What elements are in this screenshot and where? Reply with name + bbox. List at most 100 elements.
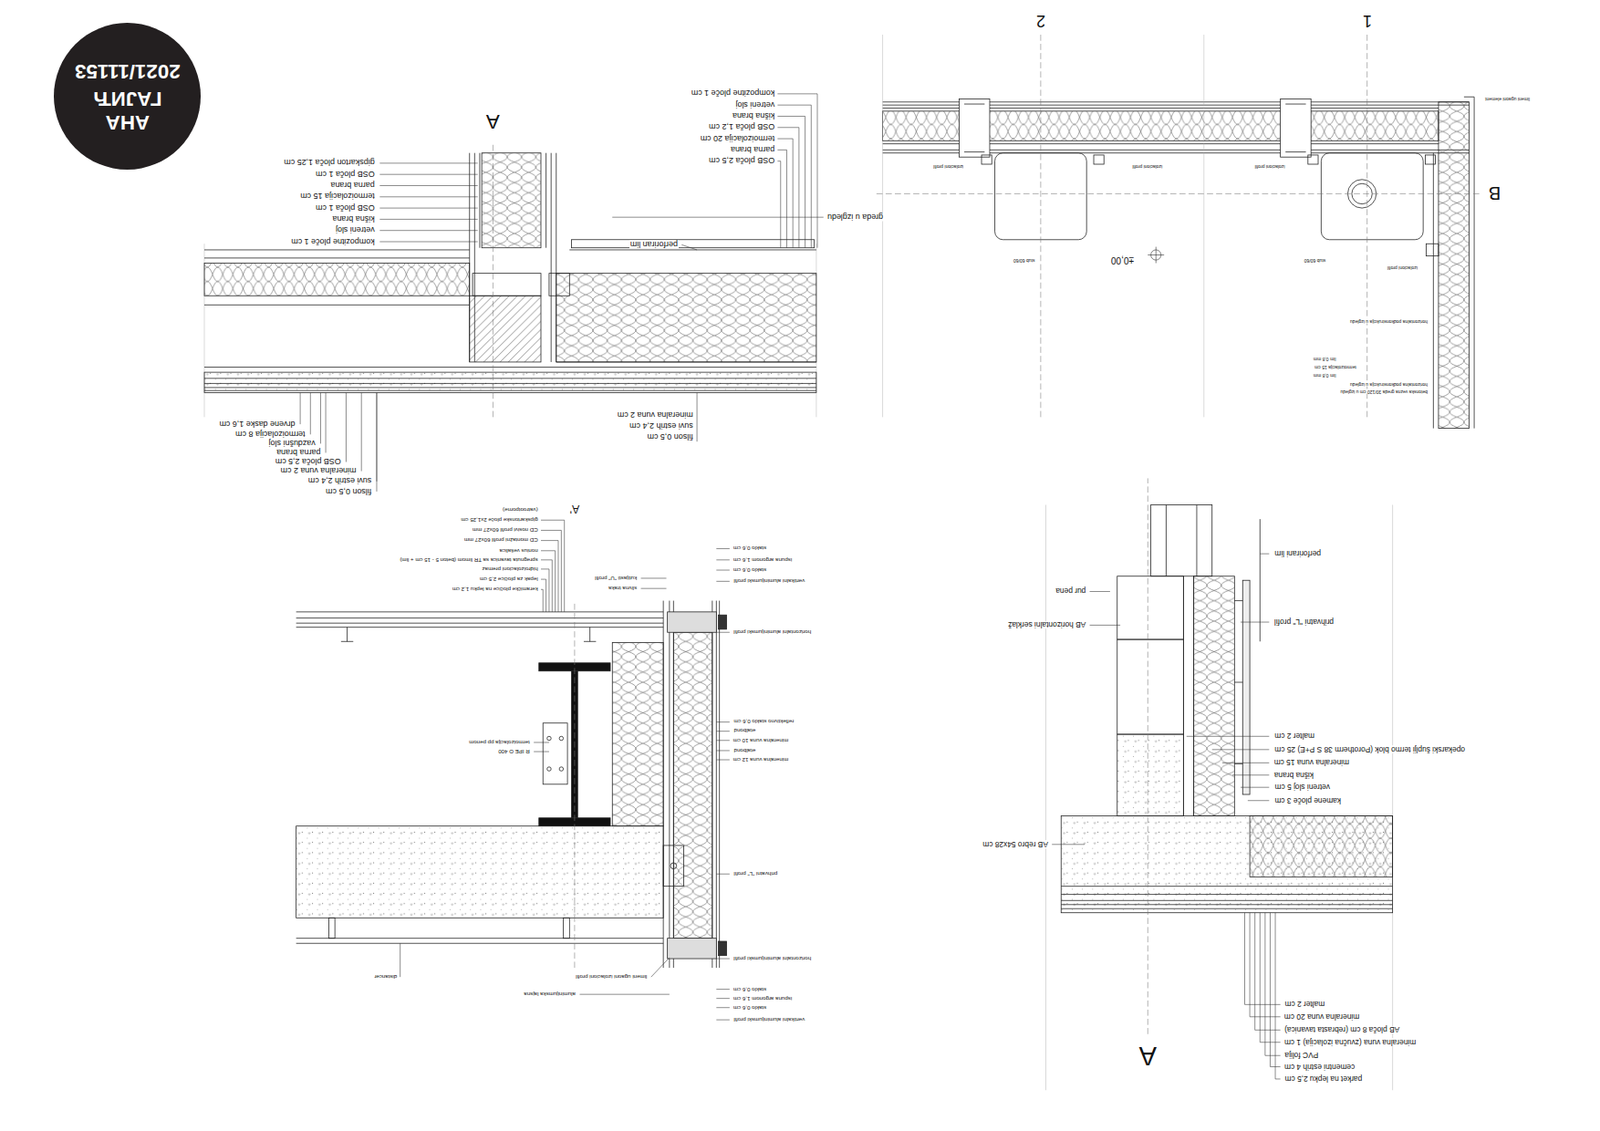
- layer-label: vetreni sloj 5 cm: [1274, 783, 1332, 791]
- author-name: АНА ГАЈИЋ: [82, 86, 175, 134]
- axis-mark: 1: [1361, 11, 1373, 29]
- layer-label: lim 0,8 mm: [1312, 373, 1338, 378]
- layer-label: staklo 0,6 cm: [732, 545, 768, 551]
- layer-label: distancer: [373, 974, 398, 980]
- layer-label: reflektivno staklo 0,6 cm: [732, 718, 795, 725]
- layer-label: parna brana: [329, 181, 375, 190]
- layer-label: OSB ploča 2,5 cm: [274, 457, 343, 467]
- layer-label: izolacioni profil: [1254, 163, 1287, 168]
- layer-label: malter 2 cm: [1283, 1000, 1326, 1008]
- layer-label: hidroizolacioni premaz: [481, 566, 540, 572]
- layer-label: vetreni sloj: [334, 226, 376, 235]
- layer-label: staklo 0,6 cm: [732, 567, 768, 573]
- layer-label: spregnuta tavanica sa TR limom (beton 5 …: [398, 557, 539, 563]
- axis-mark: 2: [1035, 11, 1047, 29]
- layer-label: etalbond: [733, 748, 758, 754]
- layer-label: AB horizontalni serklaž: [1007, 621, 1087, 629]
- layer-label: kompozitne ploče 1 cm: [290, 237, 375, 246]
- layer-label: malter 2 cm: [1273, 732, 1316, 740]
- layer-label: termoizolacija 15 cm: [299, 192, 375, 201]
- layer-label: horizontalni aluminijumski profil: [732, 629, 812, 635]
- layer-label: R IPE O 400: [497, 748, 530, 755]
- layer-label: OSB ploča 1 cm: [314, 203, 376, 212]
- layer-label: prihvatni "L" profil: [732, 871, 779, 877]
- layer-label: parna brana: [729, 145, 776, 154]
- layer-label: vetreni sloj: [734, 100, 776, 109]
- layer-label: kišna brana: [731, 112, 776, 121]
- layer-label: opekarski šuplji termo blok (Porotherm 3…: [1273, 745, 1466, 753]
- layer-label: OSB ploča 2,5 cm: [707, 156, 776, 166]
- layer-label: mineralna vuna 20 cm: [1283, 1013, 1361, 1021]
- layer-label: drvene daske 1,6 cm: [218, 419, 296, 428]
- layer-label: suvi estrih 2,4 cm: [307, 477, 374, 486]
- layer-label: AB rebro 54x28 cm: [981, 840, 1050, 848]
- layer-label: izolacioni profil: [932, 163, 965, 168]
- layer-label: termoizolacija pp penom: [467, 739, 531, 746]
- layer-label: PVC folija: [1283, 1051, 1320, 1060]
- layer-label: termoizolacija 20 cm: [699, 134, 776, 143]
- layer-label: mineralna vuna (zvučna izolacija) 1 cm: [1283, 1038, 1417, 1046]
- layer-label: (vatrootporne): [501, 507, 540, 513]
- layer-label: betonska vezna greda 30/120 cm u izgledu: [1339, 388, 1429, 394]
- layer-label: izolacioni profil: [1131, 163, 1164, 168]
- layer-label: kišna brana: [331, 214, 375, 223]
- layer-label: stub 60/60: [1303, 257, 1327, 262]
- layer-label: OSB ploča 1 cm: [314, 169, 376, 178]
- layer-label: mineralna vuna 15 cm: [1273, 758, 1351, 767]
- layer-label: ±0,00: [1110, 255, 1135, 265]
- layer-label: stub 60/60: [1012, 257, 1036, 262]
- layer-label: parna brana: [275, 448, 322, 458]
- layer-label: lim 0,8 mm: [1312, 356, 1338, 362]
- layer-label: filson 0,5 cm: [646, 433, 695, 442]
- layer-label: perforirani lim: [1273, 550, 1322, 558]
- layer-label: staklo 0,6 cm: [732, 986, 768, 992]
- layer-label: etalbond: [733, 727, 758, 734]
- layer-label: slivna traka: [607, 585, 638, 592]
- layer-label: mineralna vuna 10 cm: [732, 737, 790, 744]
- layer-label: cementni estrih 4 cm: [1283, 1062, 1356, 1071]
- layer-label: mineralna vuna 12 cm: [732, 757, 790, 763]
- layer-label: horizontalna podkonstrukcija u izgledu: [1349, 382, 1429, 387]
- layer-label: limeni ugaoni element: [1484, 95, 1531, 101]
- layer-label: lepak za pločice 2,5 cm: [478, 576, 540, 582]
- layer-label: suvi estrih 2,4 cm: [628, 422, 695, 431]
- layer-label: aluminijumska lajsna: [522, 991, 577, 998]
- layer-label: kompozitne ploče 1 cm: [690, 89, 776, 98]
- layer-label: greda u izgledu: [826, 212, 884, 221]
- layer-label: mineralna vuna 2 cm: [280, 467, 358, 476]
- layer-label: gipskartonske ploče 2x1,25 cm: [459, 517, 539, 523]
- layer-label: CD montažni profil 60x27 mm: [463, 537, 540, 543]
- layer-label: keramičke pločice na lepku 1,2 cm: [451, 586, 540, 593]
- layer-label: termoizolacija 15 cm: [1313, 364, 1358, 370]
- layer-label: perforiran lim: [629, 239, 679, 249]
- axis-mark: B: [1487, 184, 1502, 203]
- layer-label: AB ploča 8 cm (rebrasta tavanica): [1283, 1026, 1401, 1034]
- layer-label: parket na lepku 2,5 cm: [1284, 1075, 1364, 1083]
- layer-label: gipskarton ploča 1,25 cm: [282, 158, 375, 167]
- layer-label: ispuna argonom 1,6 cm: [732, 557, 793, 563]
- layer-label: ispuna argonom 1,6 cm: [732, 996, 793, 1002]
- layer-label: prihvatni "L" profil: [1273, 618, 1335, 626]
- layer-label: vertikalni aluminijumski profil: [732, 1017, 806, 1023]
- layer-label: izolacioni profil: [1386, 264, 1419, 270]
- layer-label: kišna brana: [1273, 770, 1315, 779]
- layer-label: termoizolacija 8 cm: [234, 430, 307, 439]
- layer-label: vertikalni aluminijumski profil: [732, 578, 806, 584]
- axis-mark: A: [485, 110, 501, 131]
- layer-label: mineralna vuna 2 cm: [616, 410, 695, 419]
- student-number: 2021/11153: [74, 59, 181, 84]
- layer-label: CD nosivi profil 60x27 mm: [471, 527, 540, 533]
- layer-label: kutijasti "U" profil: [593, 575, 638, 582]
- layer-label: staklo 0,6 cm: [732, 1005, 768, 1011]
- layer-label: kamene ploče 3 cm: [1273, 796, 1342, 804]
- author-stamp: АНА ГАЈИЋ2021/11153: [53, 22, 201, 170]
- layer-label: horizontalna podkonstrukcija u izgledu: [1349, 318, 1429, 323]
- layer-label: OSB ploča 1,2 cm: [707, 123, 776, 132]
- layer-label: limeni ugaoni izolacioni profil: [574, 974, 648, 980]
- layer-label: nonius vešalica: [498, 547, 540, 553]
- layer-label: pur pena: [1054, 587, 1087, 595]
- axis-mark: A': [569, 502, 582, 514]
- layer-label: vazdušni sloj: [268, 439, 317, 448]
- axis-mark: A: [1138, 1042, 1158, 1070]
